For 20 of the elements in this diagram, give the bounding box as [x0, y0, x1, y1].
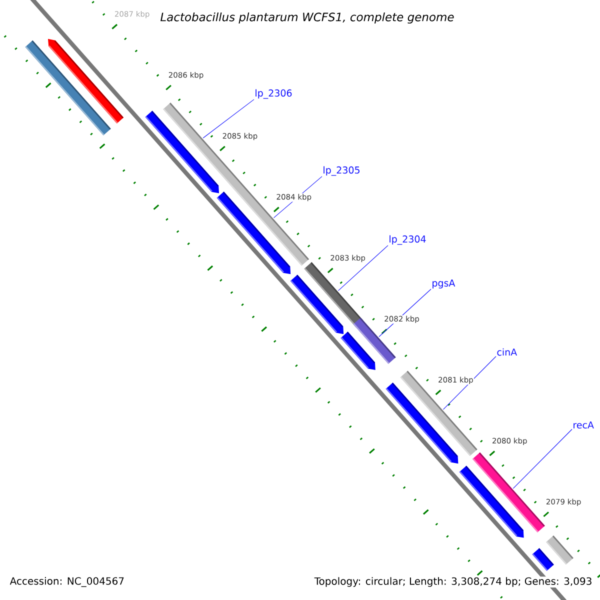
- gene-label: lp_2304: [390, 235, 426, 245]
- gene-label: recA: [574, 421, 594, 429]
- gene-feature: [532, 548, 554, 571]
- footer-text: Accession: NC_004567: [9, 576, 126, 588]
- gene-feature: [290, 274, 344, 334]
- gene-feature: [459, 466, 524, 538]
- gene-label: lp_2305: [324, 166, 360, 176]
- gene-feature: [340, 332, 376, 370]
- title: Lactobacillus plantarum WCFS1, complete genome: [160, 12, 454, 24]
- leader-line: [202, 99, 254, 138]
- footer-text: Topology: circular; Length: 3,308,274 bp; Genes: 3,093: [314, 576, 593, 588]
- gene-feature: [48, 38, 124, 124]
- gene-feature: [145, 110, 220, 194]
- gene-feature: [546, 536, 574, 565]
- leader-line: [442, 356, 496, 410]
- gene-label: pgsA: [432, 280, 456, 288]
- gene-label: cinA: [497, 348, 518, 356]
- gene-label: lp_2306: [256, 89, 292, 99]
- leader-line: [338, 245, 388, 291]
- gene-feature: [386, 382, 458, 464]
